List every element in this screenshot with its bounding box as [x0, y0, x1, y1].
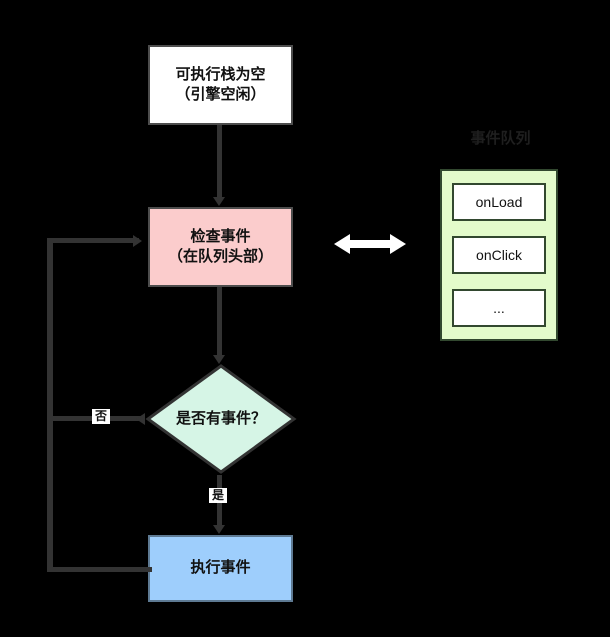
node-check-event[interactable]: 检查事件 （在队列头部） [148, 207, 293, 287]
node-has-event-decision[interactable]: 是否有事件？ [145, 363, 297, 475]
node-executable-stack-empty[interactable]: 可执行栈为空 （引擎空闲） [148, 45, 293, 125]
queue-item-ellipsis[interactable]: ... [452, 289, 546, 327]
edge-label-yes: 是 [209, 488, 228, 504]
arrowhead-decision-to-exec [213, 525, 225, 534]
edge-label-no: 否 [92, 409, 111, 425]
arrowhead-check-to-decision [213, 355, 225, 364]
event-queue-title: 事件队列 [470, 129, 531, 147]
arrowhead-idle-to-check [213, 197, 225, 206]
connector-idle-to-check [217, 125, 222, 199]
node-execute-event[interactable]: 执行事件 [148, 535, 293, 602]
double-headed-arrow-glyph [334, 234, 406, 254]
queue-item-onclick[interactable]: onClick [452, 236, 546, 274]
arrowhead-decision-no [136, 413, 145, 425]
arrowhead-loop-into-check [133, 235, 142, 247]
diamond-shape [145, 364, 297, 474]
queue-item-onload[interactable]: onLoad [452, 183, 546, 221]
decision-label: 是否有事件？ [175, 409, 266, 427]
connector-check-to-decision [217, 287, 222, 357]
connector-loop-top-horizontal [47, 238, 139, 243]
connector-loop-vertical [47, 238, 53, 572]
event-queue-panel: onLoad onClick ... [440, 169, 558, 341]
double-headed-arrow [334, 232, 406, 256]
connector-exec-to-loop-horizontal [47, 567, 152, 572]
